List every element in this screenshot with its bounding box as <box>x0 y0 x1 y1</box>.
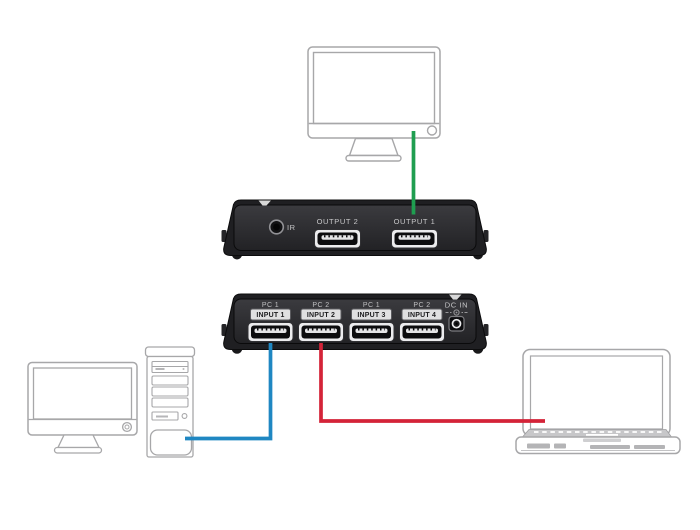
tower-top-cap <box>144 346 196 358</box>
input4-label: INPUT 4 <box>408 312 436 319</box>
output2-displayport-port <box>314 229 361 249</box>
top-notch <box>449 294 462 300</box>
kvm-switch-front: PC 1 INPUT 1 PC 2 INPUT 2 PC 1 <box>221 293 489 354</box>
input3-label: INPUT 3 <box>357 312 385 319</box>
side-tab-right <box>483 230 489 242</box>
cables <box>185 131 545 441</box>
laptop-keyboard <box>521 429 673 438</box>
output1-label: OUTPUT 1 <box>394 217 436 226</box>
input3-badge <box>351 308 392 321</box>
monitor-stand-neck <box>348 137 399 157</box>
input1-group: PC 1 INPUT 1 <box>247 302 294 342</box>
input4-displayport-port <box>399 322 445 342</box>
side-tab-left <box>221 230 227 242</box>
drive-bay <box>151 386 189 397</box>
desktop-tower <box>144 346 196 458</box>
input3-group: PC 1 INPUT 3 <box>348 302 395 342</box>
port-slot <box>590 445 630 449</box>
monitor-stand-base <box>53 446 103 454</box>
tower-power-button-icon <box>181 413 188 419</box>
output1-displayport-port <box>391 229 438 249</box>
top-notch <box>258 200 271 206</box>
cd-led <box>182 368 185 370</box>
laptop <box>515 348 681 455</box>
side-tab-right <box>483 324 489 336</box>
monitor-stand-base <box>345 154 402 162</box>
kvm-switch-rear: IR OUTPUT 2 OUTPUT 1 <box>221 199 489 260</box>
dc-in-group: DC IN <box>445 301 468 332</box>
pc2-label: PC 2 <box>413 302 430 309</box>
tower-front-panel <box>149 429 193 456</box>
monitor-stand-neck <box>56 434 101 449</box>
laptop-screen <box>529 355 664 430</box>
monitor-screen <box>32 367 133 420</box>
input2-group: PC 2 INPUT 2 <box>298 302 344 342</box>
input2-badge <box>300 308 342 321</box>
port-slot <box>554 443 566 449</box>
spacebar-key <box>586 434 618 436</box>
trackpad-notch <box>583 438 621 442</box>
input1-label: INPUT 1 <box>256 312 284 319</box>
power-button-icon <box>426 125 438 136</box>
drive-bay <box>151 375 189 386</box>
pc1-label: PC 1 <box>363 302 380 309</box>
output-monitor <box>307 46 441 162</box>
drive-bay <box>151 397 189 408</box>
polarity-icon <box>445 309 468 316</box>
desktop-monitor <box>27 361 138 454</box>
power-button-inner <box>124 424 130 430</box>
pc2-label: PC 2 <box>312 302 329 309</box>
desktop-cable-blue <box>185 343 273 441</box>
output2-label: OUTPUT 2 <box>317 217 359 226</box>
input1-displayport-port <box>247 322 294 342</box>
ir-label: IR <box>287 223 296 232</box>
port-slot <box>634 445 665 449</box>
cd-eject-slot <box>155 368 165 370</box>
dc-in-label: DC IN <box>445 301 468 310</box>
dc-jack-pin <box>455 322 458 325</box>
side-tab-left <box>221 324 227 336</box>
pc1-label: PC 1 <box>262 302 279 309</box>
input1-badge <box>250 308 291 321</box>
floppy-slot <box>156 415 168 418</box>
input2-displayport-port <box>298 322 344 342</box>
input4-badge <box>401 308 443 321</box>
port-slot <box>527 443 550 449</box>
input3-displayport-port <box>348 322 395 342</box>
ir-receiver-lens <box>273 223 280 231</box>
desktop-pc <box>27 346 196 458</box>
input4-group: PC 2 INPUT 4 <box>399 302 445 342</box>
laptop-cable-red <box>319 343 545 423</box>
monitor-screen <box>312 51 436 125</box>
input2-label: INPUT 2 <box>307 312 335 319</box>
